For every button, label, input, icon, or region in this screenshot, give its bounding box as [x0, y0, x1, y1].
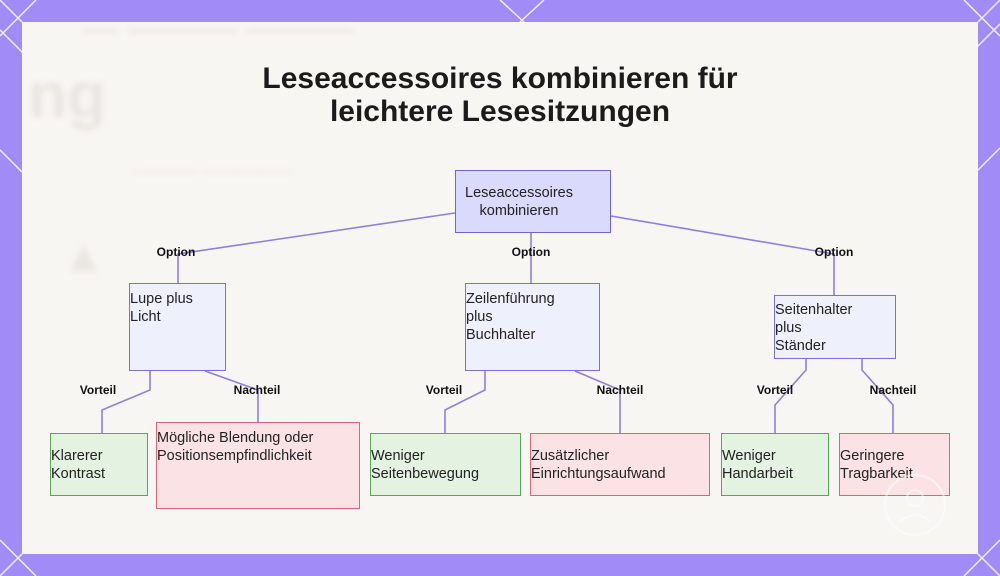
edge-root-option-1	[177, 212, 456, 283]
edge-option-2-con	[574, 370, 621, 433]
edge-option-2-pro	[444, 371, 486, 433]
option-3-line-3: Ständer	[775, 338, 826, 354]
option-3-line-2: plus	[775, 320, 802, 336]
pro-node-2: Weniger Seitenbewegung	[370, 433, 521, 496]
con-3-line-2: Tragbarkeit	[840, 465, 913, 482]
option-1-line-2: Licht	[130, 309, 161, 325]
title-line-2: leichtere Lesesitzungen	[329, 95, 671, 128]
pro-2-line-1: Weniger	[371, 447, 425, 464]
con-1-line-2: Positionsempfindlichkeit	[157, 448, 312, 464]
watermark-icon	[884, 474, 946, 536]
pro-node-3: Weniger Handarbeit	[721, 433, 829, 496]
pro-3-line-1: Weniger	[722, 447, 776, 464]
edge-label-option: Option	[814, 245, 854, 259]
option-node-1: Lupe plus Licht	[129, 283, 226, 371]
con-node-2: Zusätzlicher Einrichtungsaufwand	[530, 433, 710, 496]
edge-label-nachteil: Nachteil	[869, 383, 917, 397]
edge-label-vorteil: Vorteil	[425, 383, 463, 397]
con-3-line-1: Geringere	[840, 447, 905, 464]
title-line-1: Leseaccessoires kombinieren für	[262, 62, 738, 95]
edge-label-vorteil: Vorteil	[79, 383, 117, 397]
con-2-line-1: Zusätzlicher	[531, 447, 610, 464]
con-node-3: Geringere Tragbarkeit	[839, 433, 950, 496]
pro-1-line-1: Klarerer	[51, 447, 103, 464]
pro-node-1: Klarerer Kontrast	[50, 433, 148, 496]
option-node-3: Seitenhalter plus Ständer	[774, 295, 896, 359]
edge-root-option-3	[610, 215, 835, 295]
background-decoration: ▲	[62, 232, 106, 281]
con-2-line-2: Einrichtungsaufwand	[531, 465, 666, 482]
edge-option-3-pro	[774, 359, 807, 433]
option-node-2: Zeilenführung plus Buchhalter	[465, 283, 600, 371]
background-decoration: ng	[28, 59, 107, 131]
edge-label-option: Option	[511, 245, 551, 259]
pro-1-line-2: Kontrast	[51, 465, 105, 482]
con-1-line-1: Mögliche Blendung oder	[157, 430, 314, 446]
root-node: Leseaccessoires kombinieren	[455, 170, 611, 233]
edge-label-vorteil: Vorteil	[756, 383, 794, 397]
background-decoration: — ——— ———	[82, 22, 355, 49]
edge-label-nachteil: Nachteil	[596, 383, 644, 397]
option-2-line-1: Zeilenführung	[466, 291, 555, 307]
root-line-1: Leseaccessoires	[465, 184, 573, 201]
option-2-line-3: Buchhalter	[466, 327, 536, 343]
pro-2-line-2: Seitenbewegung	[371, 465, 480, 482]
background-decoration: ——— ————	[132, 158, 293, 183]
edge-option-1-con	[204, 370, 259, 422]
edge-label-nachteil: Nachteil	[233, 383, 281, 397]
edge-option-3-con	[861, 359, 894, 433]
option-3-line-1: Seitenhalter	[775, 302, 853, 318]
option-2-line-2: plus	[466, 309, 493, 325]
page-title: Leseaccessoires kombinieren für leichter…	[0, 62, 1000, 128]
pro-3-line-2: Handarbeit	[722, 465, 793, 482]
edge-label-option: Option	[156, 245, 196, 259]
edge-option-1-pro	[101, 371, 151, 433]
con-node-1: Mögliche Blendung oder Positionsempfindl…	[156, 422, 360, 509]
root-line-2: kombinieren	[479, 202, 559, 219]
option-1-line-1: Lupe plus	[130, 291, 193, 307]
